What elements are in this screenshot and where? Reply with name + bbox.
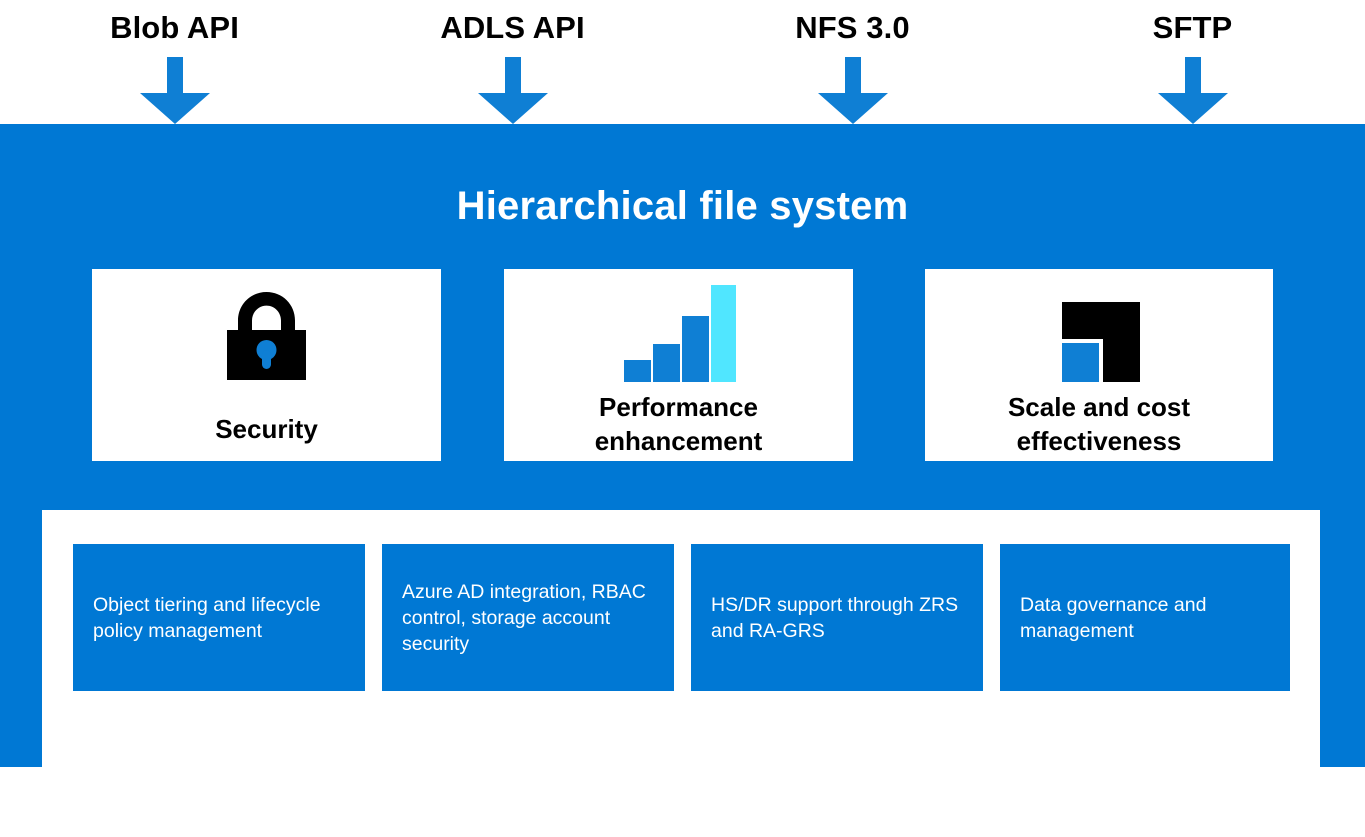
capabilities-panel: Object tiering and lifecycle policy mana… <box>42 510 1320 837</box>
api-label-nfs: NFS 3.0 <box>795 10 910 45</box>
feature-card-title-scale: Scale and cost effectiveness <box>1007 392 1191 456</box>
capability-box: HS/DR support through ZRS and RA-GRS <box>691 544 983 691</box>
down-arrow-icon <box>139 57 210 124</box>
page-title: Hierarchical file system <box>456 184 909 228</box>
api-entry-sftp: SFTP <box>1075 0 1310 124</box>
capability-box: Data governance and management <box>1000 544 1290 691</box>
api-entry-adls: ADLS API <box>395 0 630 124</box>
capability-text: Object tiering and lifecycle policy mana… <box>93 593 321 642</box>
api-entry-blob: Blob API <box>57 0 292 124</box>
capability-text: Data governance and management <box>1020 593 1207 642</box>
padlock-icon <box>219 282 314 382</box>
bar-chart-icon <box>622 282 736 382</box>
api-label-sftp: SFTP <box>1152 10 1233 45</box>
api-label-adls: ADLS API <box>440 10 585 45</box>
feature-card-title-performance: Performance enhancement <box>594 392 763 456</box>
feature-card-performance: Performance enhancement <box>504 269 853 461</box>
api-label-blob: Blob API <box>110 10 239 45</box>
down-arrow-icon <box>477 57 548 124</box>
down-arrow-icon <box>817 57 888 124</box>
feature-card-security: Security <box>92 269 441 461</box>
capability-box: Object tiering and lifecycle policy mana… <box>73 544 365 691</box>
capability-box: Azure AD integration, RBAC control, stor… <box>382 544 674 691</box>
capability-text: Azure AD integration, RBAC control, stor… <box>402 580 646 655</box>
api-entry-nfs: NFS 3.0 <box>735 0 970 124</box>
capability-text: HS/DR support through ZRS and RA-GRS <box>711 593 959 642</box>
hierarchical-file-system-panel: Hierarchical file system Security <box>0 124 1365 837</box>
scale-blocks-icon <box>1058 282 1140 382</box>
feature-card-scale: Scale and cost effectiveness <box>925 269 1273 461</box>
down-arrow-icon <box>1157 57 1228 124</box>
feature-card-title-security: Security <box>215 414 318 444</box>
